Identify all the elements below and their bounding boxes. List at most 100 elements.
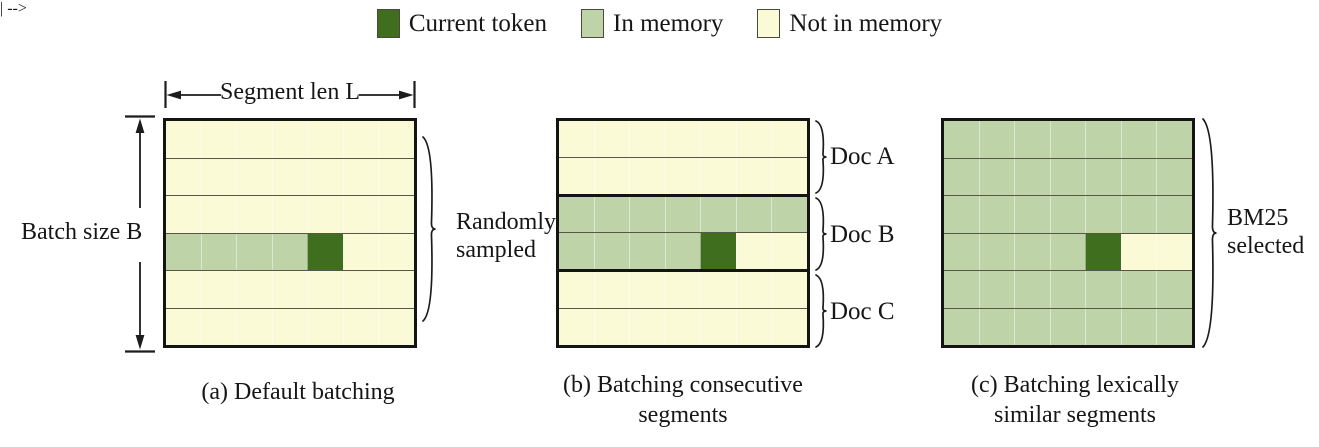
doc-c-brace-icon	[815, 274, 827, 348]
grid-cell-in-memory	[978, 121, 1015, 158]
grid-cell-in-memory	[700, 196, 736, 233]
grid-cell-not-in-memory	[664, 309, 701, 345]
grid-cell-in-memory	[200, 233, 237, 270]
grid-cell-in-memory	[1014, 121, 1050, 158]
grid-row	[944, 121, 1193, 158]
grid-cell-not-in-memory	[378, 196, 415, 233]
grid-row	[944, 270, 1193, 308]
grid-cell-in-memory	[629, 196, 665, 233]
grid-cell-not-in-memory	[629, 121, 665, 157]
not-in-memory-swatch-icon	[757, 8, 781, 38]
grid-cell-in-memory	[1156, 121, 1193, 158]
grid-row	[166, 307, 415, 345]
grid-cell-not-in-memory	[236, 158, 272, 195]
grid-row	[166, 195, 415, 233]
grid-cell-in-memory	[664, 233, 701, 270]
grid-row	[944, 157, 1193, 195]
grid-cell-in-memory	[1085, 271, 1121, 308]
grid-cell-not-in-memory	[271, 196, 308, 233]
grid-cell-in-memory	[1014, 271, 1050, 308]
grid-cell-in-memory	[1049, 233, 1086, 270]
grid-cell-not-in-memory	[771, 157, 808, 194]
grid-cell-not-in-memory	[378, 308, 415, 345]
grid-cell-not-in-memory	[593, 157, 630, 194]
grid-cell-in-memory	[1120, 308, 1157, 345]
bm25-selected-brace-icon	[1202, 118, 1217, 348]
grid-cell-not-in-memory	[200, 158, 237, 195]
grid-cell-not-in-memory	[342, 121, 379, 158]
caption-panel-c: (c) Batching lexically similar segments	[971, 372, 1179, 428]
randomly-sampled-label: Randomly sampled	[456, 209, 556, 263]
grid-cell-not-in-memory	[629, 272, 665, 309]
grid-cell-in-memory	[1049, 196, 1086, 233]
grid-cell-not-in-memory	[307, 121, 343, 158]
grid-cell-not-in-memory	[700, 157, 736, 194]
grid-cell-in-memory	[978, 196, 1015, 233]
grid-cell-not-in-memory	[307, 196, 343, 233]
grid-cell-not-in-memory	[700, 272, 736, 309]
current-token-swatch-icon	[376, 8, 400, 38]
grid-cell-in-memory	[1085, 158, 1121, 195]
caption-panel-b: (b) Batching consecutive segments	[563, 372, 803, 428]
batch-size-label: Batch size B	[21, 219, 143, 246]
grid-cell-not-in-memory	[593, 309, 630, 345]
grid-cell-not-in-memory	[166, 308, 201, 345]
grid-cell-not-in-memory	[629, 309, 665, 345]
grid-cell-in-memory	[944, 121, 979, 158]
grid-row	[559, 193, 808, 233]
grid-cell-in-memory	[978, 158, 1015, 195]
grid-cell-in-memory	[1085, 196, 1121, 233]
grid-cell-in-memory	[236, 233, 272, 270]
grid-cell-in-memory	[944, 308, 979, 345]
grid-cell-not-in-memory	[1156, 233, 1193, 270]
grid-cell-in-memory	[664, 196, 701, 233]
grid-row	[944, 195, 1193, 233]
grid-cell-not-in-memory	[771, 121, 808, 157]
grid-cell-not-in-memory	[735, 309, 772, 345]
grid-cell-in-memory	[559, 196, 594, 233]
grid-cell-in-memory	[1014, 158, 1050, 195]
grid-cell-not-in-memory	[271, 308, 308, 345]
grid-cell-not-in-memory	[735, 157, 772, 194]
grid-cell-in-memory	[1085, 121, 1121, 158]
grid-cell-in-memory	[735, 196, 772, 233]
grid-cell-current	[1085, 233, 1121, 270]
grid-cell-not-in-memory	[771, 233, 808, 270]
doc-b-brace-icon	[815, 197, 827, 271]
grid-cell-not-in-memory	[559, 309, 594, 345]
grid-row	[559, 156, 808, 194]
legend: Current token In memory Not in memory	[0, 6, 1319, 40]
grid-cell-in-memory	[271, 233, 308, 270]
grid-cell-not-in-memory	[166, 196, 201, 233]
grid-cell-in-memory	[1014, 233, 1050, 270]
grid-cell-not-in-memory	[559, 272, 594, 309]
grid-cell-not-in-memory	[166, 121, 201, 158]
grid-cell-in-memory	[978, 233, 1015, 270]
grid-row	[559, 232, 808, 270]
legend-label: Current token	[408, 9, 547, 37]
grid-cell-in-memory	[166, 233, 201, 270]
grid-cell-not-in-memory	[236, 308, 272, 345]
grid-cell-not-in-memory	[307, 308, 343, 345]
randomly-sampled-brace-icon	[422, 136, 436, 322]
grid-cell-in-memory	[944, 233, 979, 270]
grid-cell-not-in-memory	[378, 121, 415, 158]
segment-length-label: Segment len L	[220, 79, 360, 105]
grid-cell-not-in-memory	[593, 272, 630, 309]
grid-cell-not-in-memory	[378, 158, 415, 195]
grid-cell-in-memory	[944, 158, 979, 195]
grid-cell-not-in-memory	[236, 196, 272, 233]
doc-b-label: Doc B	[830, 221, 895, 248]
grid-cell-not-in-memory	[307, 271, 343, 308]
caption-panel-a: (a) Default batching	[201, 379, 395, 405]
grid-cell-in-memory	[1049, 308, 1086, 345]
batch-size-arrow-icon	[125, 115, 155, 353]
grid-cell-in-memory	[593, 196, 630, 233]
grid-cell-in-memory	[944, 196, 979, 233]
grid-cell-not-in-memory	[166, 271, 201, 308]
grid-cell-in-memory	[1014, 308, 1050, 345]
legend-item-current-token: Current token	[376, 8, 547, 38]
grid-row	[166, 157, 415, 195]
grid-cell-not-in-memory	[271, 121, 308, 158]
